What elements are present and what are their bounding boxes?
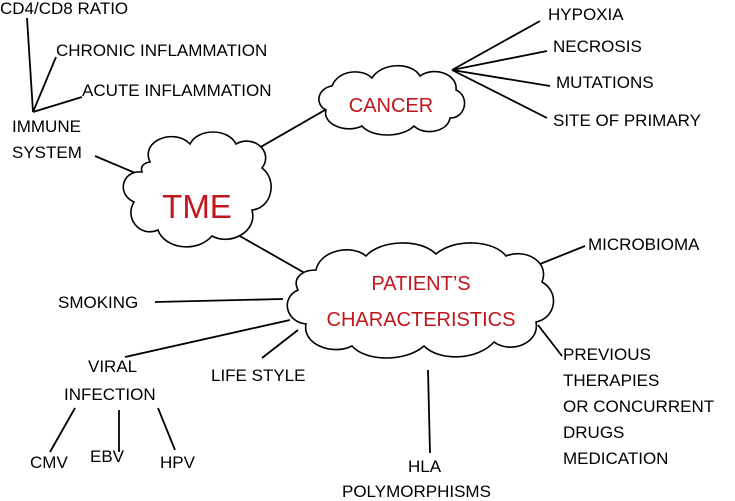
- tme-cloud: [122, 131, 272, 248]
- connector-site-of-primary: [451, 69, 548, 119]
- immune-system-label-line2: SYSTEM: [12, 143, 82, 162]
- connector-mutations: [451, 69, 551, 87]
- acute-inflammation-label: ACUTE INFLAMMATION: [82, 81, 272, 100]
- hpv-label: HPV: [160, 453, 196, 472]
- chronic-inflammation-label: CHRONIC INFLAMMATION: [56, 41, 267, 60]
- connector-tme-to-patient: [237, 234, 311, 277]
- connector-acute-inflammation: [32, 96, 83, 113]
- hla-label-line2: POLYMORPHISMS: [342, 482, 491, 501]
- site-of-primary-label: SITE OF PRIMARY: [553, 111, 701, 130]
- connector-smoking: [154, 298, 284, 303]
- previous-therapies-line3: OR CONCURRENT: [563, 397, 714, 416]
- connector-previous-therapies: [537, 324, 563, 357]
- patient-label-line1: PATIENT’S: [371, 273, 470, 295]
- connector-viral-infection: [124, 319, 291, 358]
- connector-hla: [427, 369, 431, 454]
- smoking-label: SMOKING: [58, 293, 138, 312]
- hypoxia-label: HYPOXIA: [548, 5, 624, 24]
- connector-hypoxia: [451, 20, 541, 71]
- mutations-label: MUTATIONS: [556, 73, 654, 92]
- patient-label-line2: CHARACTERISTICS: [327, 309, 516, 331]
- cancer-cloud: [318, 65, 466, 136]
- connector-lines: [26, 17, 586, 454]
- previous-therapies-line2: THERAPIES: [563, 371, 659, 390]
- connector-hpv: [157, 407, 176, 451]
- previous-therapies-line1: PREVIOUS: [563, 345, 651, 364]
- connector-chronic-inflammation: [32, 56, 57, 113]
- connector-life-style: [261, 329, 299, 359]
- connector-cd4-cd8: [26, 17, 34, 113]
- previous-therapies-line5: MEDICATION: [563, 449, 668, 468]
- necrosis-label: NECROSIS: [553, 37, 642, 56]
- connector-necrosis: [451, 50, 548, 71]
- viral-infection-label-line1: VIRAL: [88, 357, 137, 376]
- previous-therapies-line4: DRUGS: [563, 423, 624, 442]
- cancer-label: CANCER: [349, 95, 433, 117]
- connector-microbioma: [539, 245, 586, 265]
- cd4-cd8-ratio-label: CD4/CD8 RATIO: [0, 0, 128, 18]
- cmv-label: CMV: [30, 453, 68, 472]
- connector-immune-to-tme: [94, 155, 141, 176]
- patient-cloud: [286, 242, 555, 359]
- tme-label: TME: [162, 188, 232, 225]
- immune-system-label-line1: IMMUNE: [12, 117, 81, 136]
- connector-tme-to-cancer: [251, 109, 326, 153]
- viral-infection-label-line2: INFECTION: [64, 385, 156, 404]
- ebv-label: EBV: [90, 447, 125, 466]
- hla-label-line1: HLA: [408, 457, 442, 476]
- microbioma-label: MICROBIOMA: [588, 235, 700, 254]
- connector-cmv: [49, 407, 76, 453]
- life-style-label: LIFE STYLE: [211, 366, 305, 385]
